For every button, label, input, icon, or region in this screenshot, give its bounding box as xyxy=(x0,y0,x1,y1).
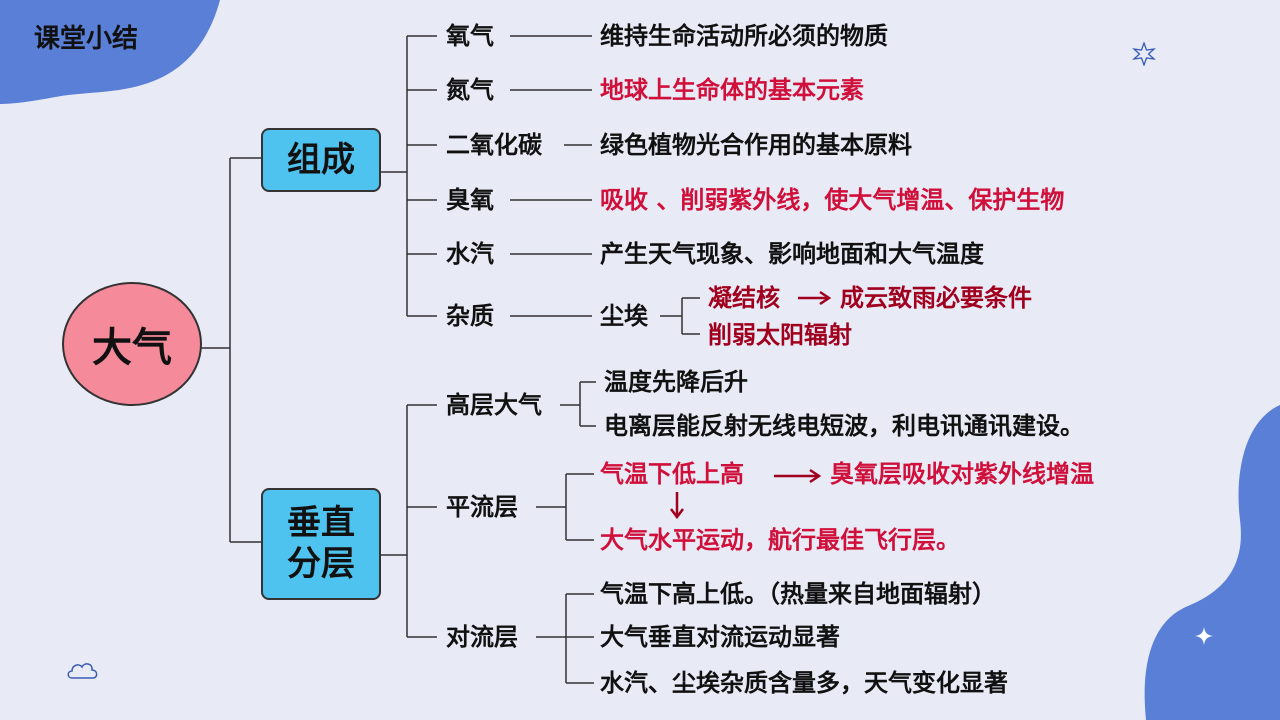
strat-point-3: 大气水平运动，航行最佳飞行层。 xyxy=(600,526,960,554)
strat-point-1: 气温下低上高 xyxy=(600,460,744,488)
item-name-impurities: 杂质 xyxy=(446,302,494,330)
sparkle-icon xyxy=(1195,627,1213,645)
item-sub-dust: 尘埃 xyxy=(600,302,648,330)
item-name-water-vapor: 水汽 xyxy=(446,240,494,268)
dust-detail-weaken-radiation: 削弱太阳辐射 xyxy=(708,321,852,349)
item-name-ozone: 臭氧 xyxy=(446,186,494,214)
layers-label-line2: 分层 xyxy=(287,544,355,584)
layer-name-stratosphere: 平流层 xyxy=(446,493,518,521)
root-node: 大气 xyxy=(62,282,202,406)
cloud-icon xyxy=(67,663,98,679)
composition-box: 组成 xyxy=(261,128,381,192)
item-desc-water-vapor: 产生天气现象、影响地面和大气温度 xyxy=(600,240,984,268)
layers-box: 垂直 分层 xyxy=(261,488,381,600)
strat-point-2: 臭氧层吸收对紫外线增温 xyxy=(830,460,1094,488)
layer-name-troposphere: 对流层 xyxy=(446,623,518,651)
item-desc-ozone: 吸收 、削弱紫外线，使大气增温、保护生物 xyxy=(600,186,1065,214)
star-outline-icon xyxy=(1132,42,1156,66)
dust-detail-nuclei: 凝结核 xyxy=(708,284,780,312)
arrow-right-icon-2 xyxy=(774,468,822,484)
upper-point-1: 温度先降后升 xyxy=(604,368,748,396)
item-name-nitrogen: 氮气 xyxy=(446,76,494,104)
tropo-point-3: 水汽、尘埃杂质含量多，天气变化显著 xyxy=(600,669,1008,697)
top-left-blob xyxy=(0,0,220,104)
arrow-down-icon xyxy=(670,492,684,520)
layer-name-upper: 高层大气 xyxy=(446,391,542,419)
item-desc-co2: 绿色植物光合作用的基本原料 xyxy=(600,131,912,159)
tropo-point-2: 大气垂直对流运动显著 xyxy=(600,623,840,651)
item-name-co2: 二氧化碳 xyxy=(446,131,542,159)
dust-detail-cloud-rain: 成云致雨必要条件 xyxy=(840,284,1032,312)
upper-point-2: 电离层能反射无线电短波，利电讯通讯建设。 xyxy=(604,412,1084,440)
bottom-right-blob xyxy=(1144,405,1280,720)
tropo-point-1: 气温下高上低。（热量来自地面辐射） xyxy=(600,580,996,608)
item-desc-oxygen: 维持生命活动所必须的物质 xyxy=(600,22,888,50)
item-name-oxygen: 氧气 xyxy=(446,22,494,50)
layers-label-line1: 垂直 xyxy=(287,503,355,544)
arrow-right-icon-1 xyxy=(798,290,832,306)
section-title: 课堂小结 xyxy=(34,24,139,54)
item-desc-nitrogen: 地球上生命体的基本元素 xyxy=(600,76,864,104)
